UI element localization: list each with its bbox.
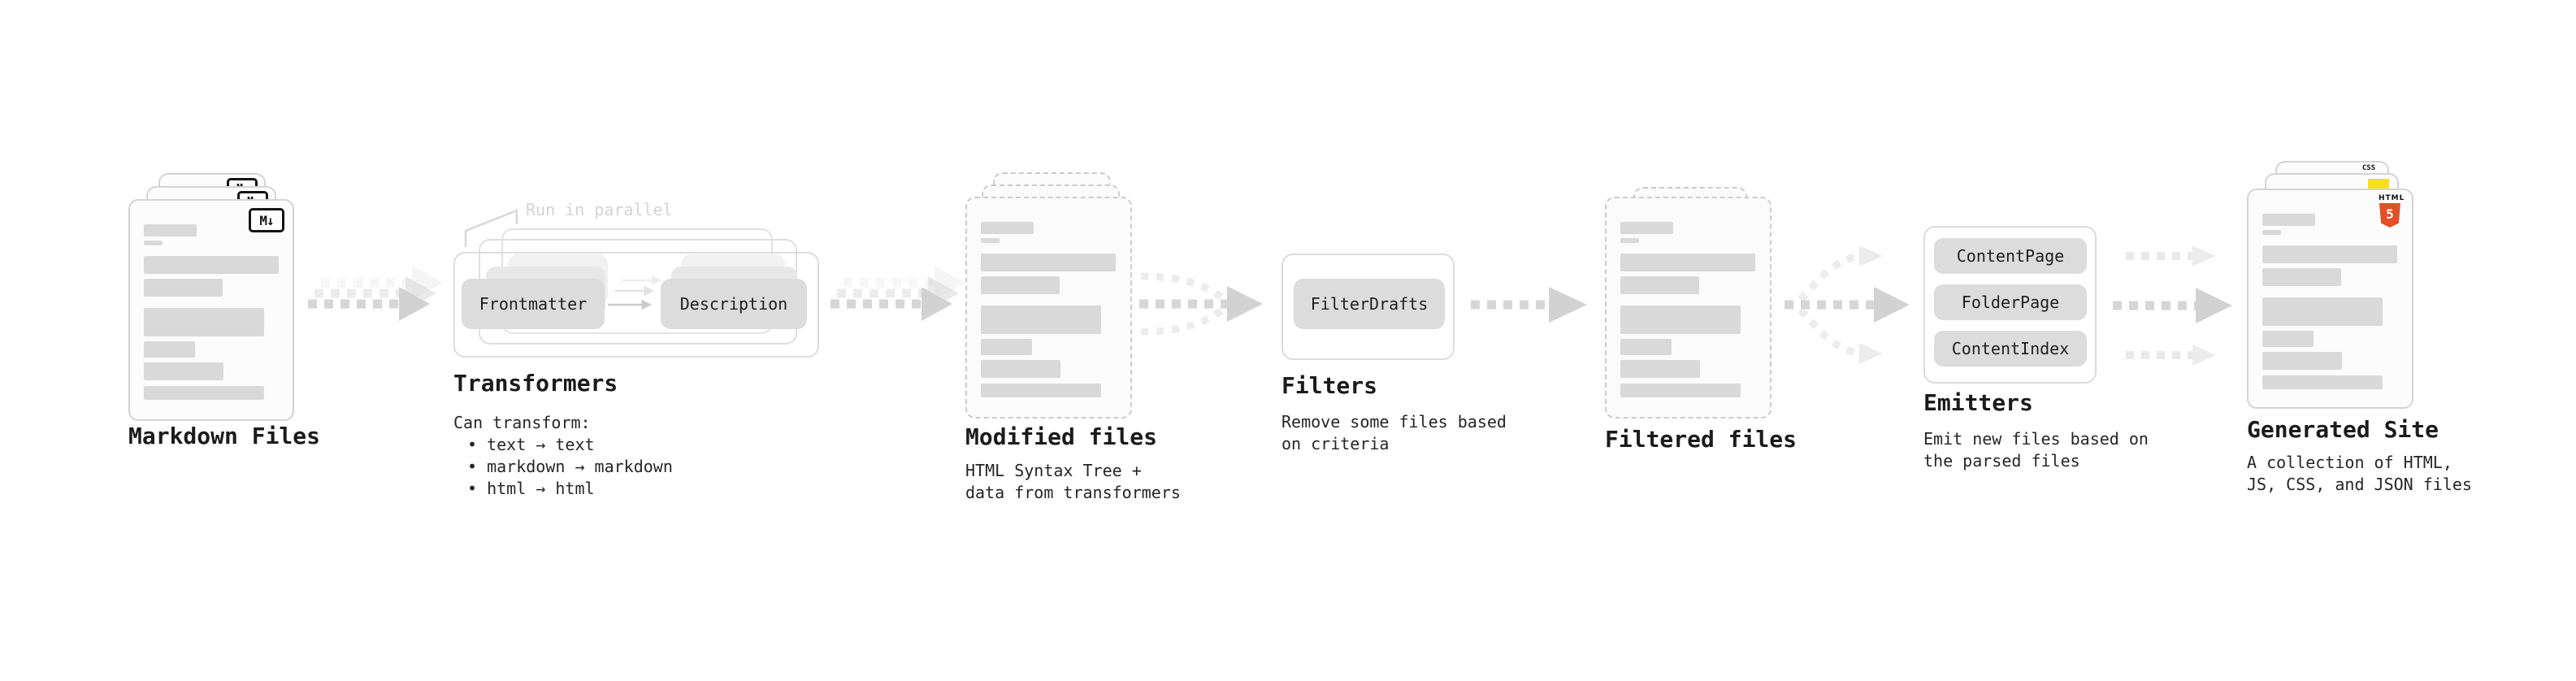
filtered-files-title: Filtered files [1605, 426, 1798, 453]
flow-arrow-modified-to-filters-merge [1139, 272, 1263, 336]
text-line-bar [981, 360, 1060, 378]
filterdrafts-filter-chip: FilterDrafts [1294, 279, 1445, 329]
html5-icon: HTML 5 [2379, 194, 2405, 228]
document-text-placeholder [981, 198, 1119, 397]
document-text-placeholder [1620, 198, 1759, 397]
text-line-bar [981, 276, 1060, 294]
transformer-step-arrows [608, 275, 662, 310]
markdown-icon: M↓ [249, 208, 284, 232]
bullet-line: • text → text [467, 435, 595, 454]
filters-title: Filters [1281, 372, 1378, 399]
text-line-bar [981, 384, 1101, 397]
modified-files-subtitle: HTML Syntax Tree + data from transformer… [965, 461, 1181, 502]
text-line-bar [981, 339, 1032, 355]
frontmatter-transformer-chip: Frontmatter [462, 279, 605, 329]
generated-html-file-card: HTML 5 [2247, 189, 2413, 409]
filtered-file-card-front [1605, 197, 1772, 419]
markdown-file-card-front: M↓ [128, 199, 294, 421]
generated-site-subtitle: A collection of HTML, JS, CSS, and JSON … [2247, 453, 2472, 494]
text-line-bar [981, 306, 1101, 334]
markdown-files-title: Markdown Files [128, 423, 321, 449]
javascript-icon [2368, 179, 2389, 189]
css-icon-label: CSS [2361, 164, 2376, 172]
text-line-bar [1620, 384, 1741, 397]
text-line-bar [2262, 375, 2383, 389]
contentpage-emitter-chip: ContentPage [1934, 238, 2087, 274]
text-line-bar [1620, 360, 1700, 378]
transformers-description: Can transform: • text → text • markdown … [453, 412, 673, 500]
html5-icon-label: HTML [2379, 194, 2405, 202]
html5-shield: 5 [2379, 203, 2400, 228]
document-text-placeholder [2262, 190, 2400, 389]
text-line-bar [1620, 222, 1673, 234]
text-line-bar [144, 224, 197, 236]
text-line-bar [144, 256, 279, 274]
text-line-bar [2262, 331, 2314, 347]
text-line-bar [981, 254, 1116, 271]
text-line-bar [1620, 254, 1755, 271]
bullet-line: • html → html [467, 479, 595, 498]
folderpage-emitter-chip: FolderPage [1934, 284, 2087, 320]
flow-arrow-filtered-to-emitters-diverge [1785, 245, 1910, 364]
transformers-group-box-front [453, 252, 819, 358]
transformers-title: Transformers [453, 370, 618, 397]
flow-arrows-emitters-to-generated [2113, 245, 2232, 366]
text-line-bar [1620, 238, 1639, 243]
text-line-bar [2262, 230, 2281, 235]
text-line-bar [981, 222, 1034, 234]
flow-arrow-markdown-to-transformers [308, 266, 443, 321]
text-line-bar [2262, 268, 2341, 286]
text-line-bar [144, 362, 223, 380]
text-line-bar [2262, 297, 2383, 326]
bullet-line: • markdown → markdown [467, 457, 673, 476]
description-transformer-chip: Description [661, 279, 807, 329]
emitters-title: Emitters [1923, 389, 2033, 416]
text-line-bar [144, 241, 163, 245]
text-line-bar [144, 279, 223, 297]
text-line-bar [1620, 276, 1699, 294]
text-line-bar [144, 308, 264, 336]
flow-arrow-transformers-to-modified [830, 266, 965, 321]
text-line-bar [2262, 245, 2397, 263]
filters-subtitle: Remove some files based on criteria [1281, 412, 1507, 453]
text-line-bar [1620, 306, 1741, 334]
callout-leader-line [464, 209, 518, 247]
run-in-parallel-callout: Run in parallel [526, 200, 673, 219]
text-line-bar [144, 386, 264, 400]
flow-arrow-filters-to-filtered [1471, 287, 1587, 323]
text-line-bar [144, 341, 195, 358]
emitters-subtitle: Emit new files based on the parsed files [1923, 429, 2149, 471]
text-line-bar [2262, 352, 2342, 370]
text-line-bar [981, 238, 1000, 243]
modified-files-title: Modified files [965, 423, 1158, 450]
document-text-placeholder [144, 201, 282, 400]
generated-site-title: Generated Site [2247, 416, 2439, 443]
text-line-bar [2262, 214, 2315, 226]
contentindex-emitter-chip: ContentIndex [1934, 331, 2087, 367]
text-line-bar [1620, 339, 1672, 355]
can-transform-heading: Can transform: [453, 413, 591, 432]
modified-file-card-front [965, 197, 1132, 419]
